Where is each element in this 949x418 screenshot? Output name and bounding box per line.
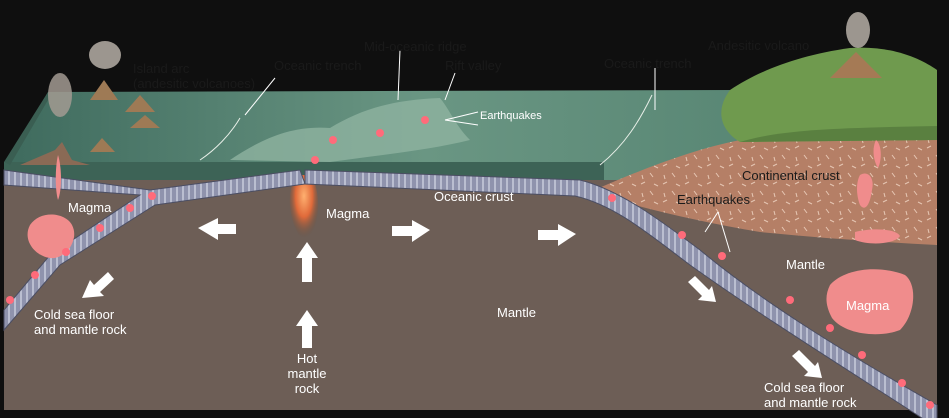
label-oceanic-crust: Oceanic crust bbox=[434, 189, 514, 204]
magma-plume bbox=[289, 175, 319, 245]
label-cold-sea-floor-left: Cold sea floor and mantle rock bbox=[34, 307, 127, 337]
label-earthquakes-ridge: Earthquakes bbox=[480, 110, 542, 122]
label-continental-crust: Continental crust bbox=[742, 168, 840, 183]
mantle-flow-arrows bbox=[82, 218, 822, 378]
volcanic-plumes bbox=[48, 12, 870, 117]
label-mantle-center: Mantle bbox=[497, 305, 537, 320]
andesitic-volcano-cone bbox=[830, 52, 882, 78]
left-conduit bbox=[55, 155, 61, 200]
right-trench-line bbox=[599, 94, 653, 166]
island-arc-mountain bbox=[20, 142, 90, 165]
label-oceanic-trench-left: Oceanic trench bbox=[274, 58, 362, 73]
island-volcanoes bbox=[90, 80, 160, 152]
magma-blob-left bbox=[27, 214, 75, 259]
magma-blob-crust bbox=[855, 229, 900, 244]
label-oceanic-trench-right: Oceanic trench bbox=[604, 56, 692, 71]
leader-lines bbox=[244, 49, 731, 253]
land-shading bbox=[740, 126, 937, 142]
left-trench-line bbox=[199, 117, 241, 161]
continental-crust bbox=[590, 138, 937, 245]
volcanic-conduit bbox=[873, 140, 881, 168]
label-mid-oceanic-ridge: Mid-oceanic ridge bbox=[364, 39, 467, 54]
magma-blob-right bbox=[826, 269, 914, 335]
label-magma-center: Magma bbox=[326, 206, 370, 221]
left-edge-slope bbox=[4, 92, 48, 165]
continental-land-surface bbox=[721, 47, 937, 142]
magma-dike bbox=[857, 173, 873, 208]
label-rift-valley: Rift valley bbox=[445, 58, 502, 73]
mid-ocean-ridge-hills bbox=[230, 98, 470, 162]
label-hot-mantle-rock: Hot mantle rock bbox=[287, 351, 327, 396]
mantle-body bbox=[4, 180, 937, 410]
earthquake-stars bbox=[6, 116, 934, 409]
label-earthquakes-right: Earthquakes bbox=[677, 192, 750, 207]
label-cold-sea-floor-right: Cold sea floor and mantle rock bbox=[764, 380, 857, 410]
label-magma-right: Magma bbox=[846, 298, 890, 313]
label-magma-left: Magma bbox=[68, 200, 112, 215]
label-andesitic-volcano: Andesitic volcano bbox=[708, 38, 810, 53]
label-mantle-right: Mantle bbox=[786, 257, 826, 272]
label-island-arc: Island arc (andesitic volcanoes) bbox=[133, 61, 256, 91]
